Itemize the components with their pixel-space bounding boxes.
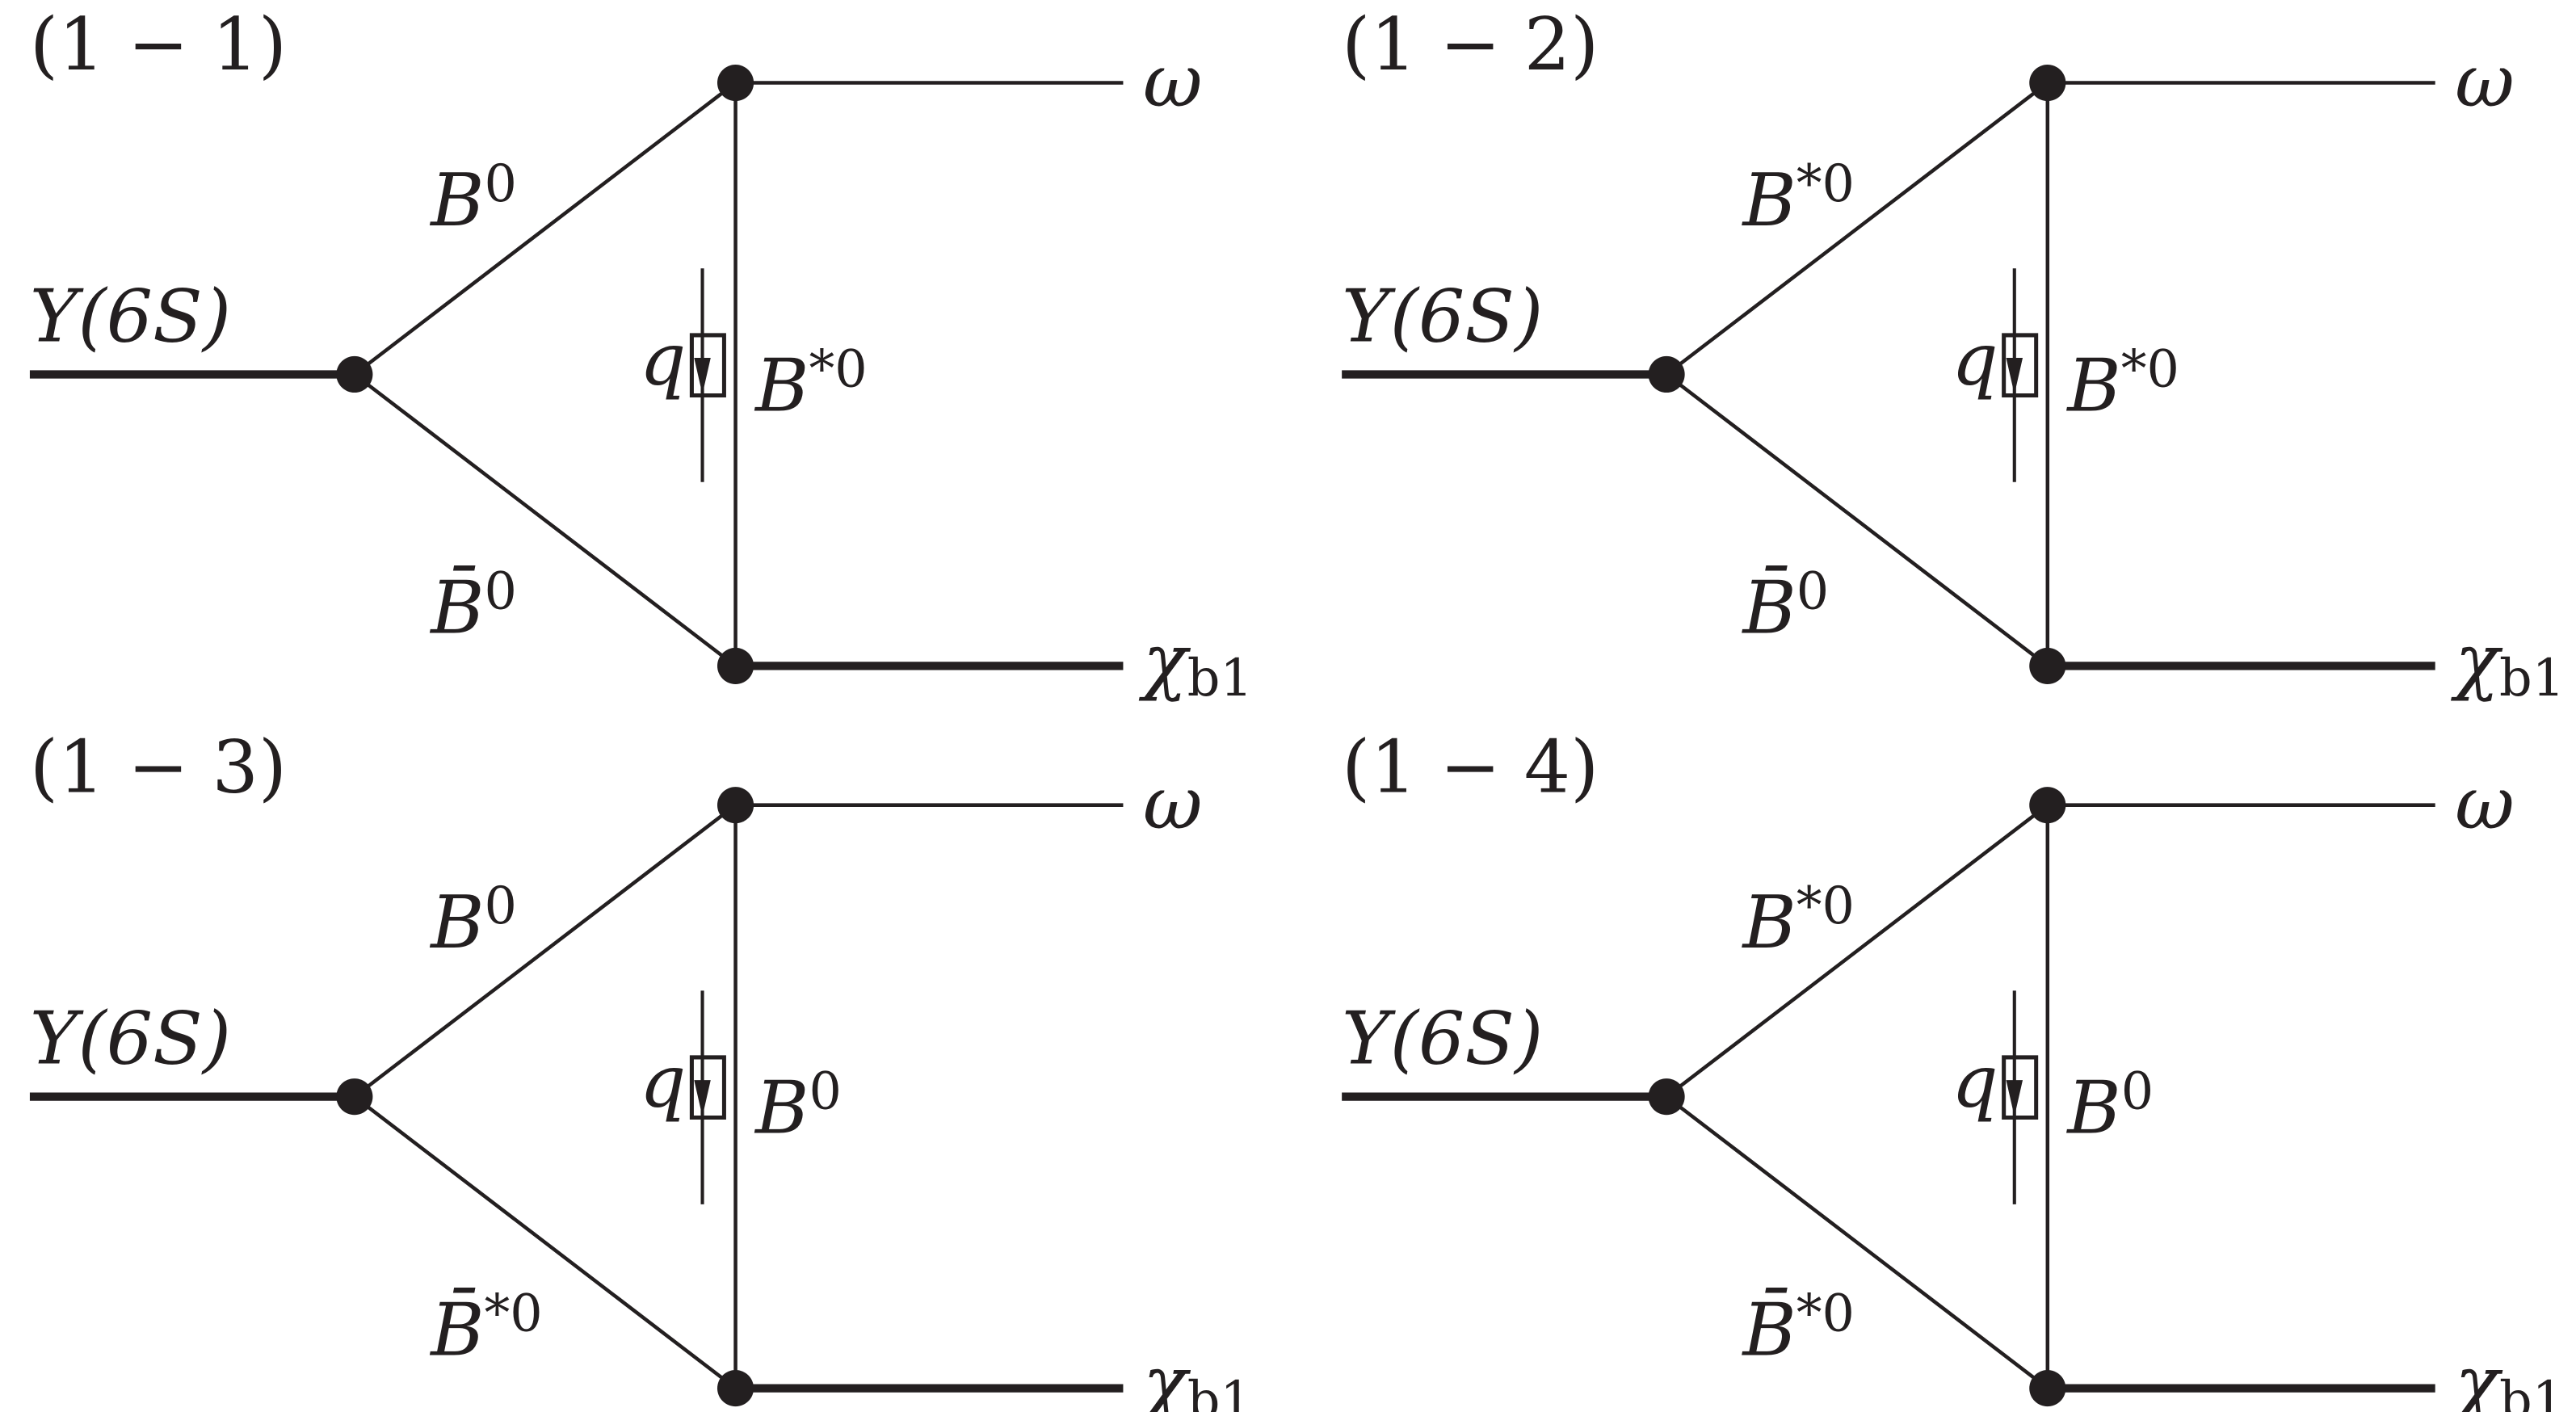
vertex-dot: [716, 1370, 754, 1407]
momentum-label: q⃗: [1952, 317, 2042, 402]
exchanged-meson-label: B0: [2065, 1061, 2154, 1151]
initial-state-label: Υ(6S): [30, 997, 231, 1082]
vertex-dot: [2029, 1370, 2066, 1407]
vertex-dot: [1648, 355, 1685, 393]
initial-state-label: Υ(6S): [30, 274, 231, 359]
momentum-arrowhead: [694, 1080, 711, 1117]
vertex-dot: [2029, 787, 2066, 824]
upper-meson-label: B*0: [1741, 153, 1855, 243]
panel-tag: (1 − 3): [30, 725, 287, 809]
vertex-dot: [336, 1078, 373, 1116]
upper-meson-line: [353, 803, 737, 1099]
diagram-panel-1: (1 − 1) Υ(6S) B0B̄0 B*0 q⃗ ω χb1: [29, 2, 1253, 708]
omega-label: ω: [1143, 39, 1203, 124]
diagram-panel-4: (1 − 4) Υ(6S) B*0B̄*0 B0 q⃗ ω χb1: [1342, 725, 2565, 1412]
chi-label: χb1: [2450, 619, 2565, 708]
vertex-dot: [716, 64, 754, 102]
exchanged-meson-label: B0: [754, 1061, 842, 1151]
panel-tag: (1 − 4): [1342, 725, 1599, 809]
vertex-dot: [336, 355, 373, 393]
initial-state-label: Υ(6S): [1342, 997, 1543, 1082]
upper-meson-line: [1665, 803, 2049, 1099]
vertex-dot: [2029, 647, 2066, 684]
upper-meson-label: B*0: [1741, 876, 1855, 965]
lower-meson-label: B̄0: [1741, 561, 1829, 650]
lower-meson-line: [353, 372, 737, 668]
upper-meson-label: B0: [429, 876, 517, 965]
momentum-label: q⃗: [1952, 1040, 2042, 1124]
lower-meson-label: B̄*0: [1741, 1284, 1855, 1373]
vertex-dot: [716, 647, 754, 684]
vertex-dot: [2029, 64, 2066, 102]
omega-label: ω: [2455, 39, 2515, 124]
omega-label: ω: [2455, 761, 2515, 846]
exchanged-meson-label: B*0: [2065, 339, 2179, 429]
lower-meson-label: B̄0: [429, 561, 517, 650]
lower-meson-line: [1665, 1095, 2049, 1390]
omega-label: ω: [1143, 761, 1203, 846]
momentum-arrowhead: [694, 357, 711, 395]
initial-state-label: Υ(6S): [1342, 274, 1543, 359]
upper-meson-line: [353, 81, 737, 376]
panel-tag: (1 − 2): [1342, 2, 1599, 87]
chi-label: χb1: [2450, 1341, 2565, 1412]
diagram-panel-3: (1 − 3) Υ(6S) B0B̄*0 B0 q⃗ ω χb1: [29, 725, 1253, 1412]
lower-meson-line: [1665, 372, 2049, 668]
vertex-dot: [716, 787, 754, 824]
momentum-arrowhead: [2006, 357, 2023, 395]
momentum-arrowhead: [2006, 1080, 2023, 1117]
momentum-label: q⃗: [640, 1040, 730, 1124]
momentum-label: q⃗: [640, 317, 730, 402]
diagram-panel-2: (1 − 2) Υ(6S) B*0B̄0 B*0 q⃗ ω χb1: [1342, 2, 2565, 708]
lower-meson-label: B̄*0: [429, 1284, 543, 1373]
chi-label: χb1: [1138, 619, 1253, 708]
exchanged-meson-label: B*0: [754, 339, 868, 429]
upper-meson-line: [1665, 81, 2049, 376]
panel-tag: (1 − 1): [30, 2, 287, 87]
lower-meson-line: [353, 1095, 737, 1390]
upper-meson-label: B0: [429, 153, 517, 243]
chi-label: χb1: [1138, 1341, 1253, 1412]
vertex-dot: [1648, 1078, 1685, 1116]
